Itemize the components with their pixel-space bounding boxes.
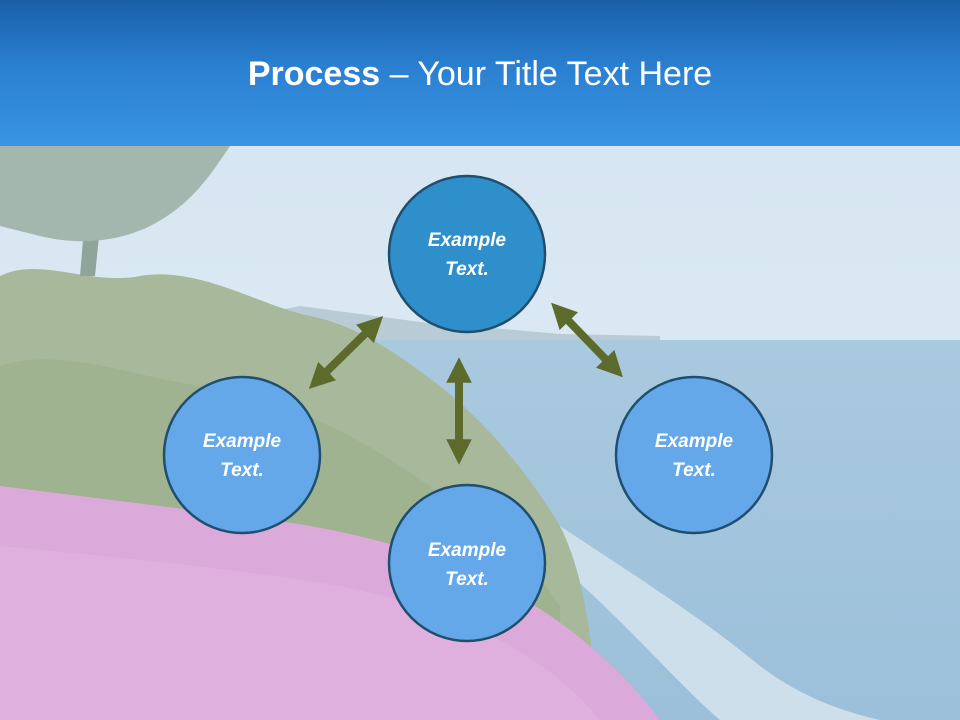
slide-title: Process – Your Title Text Here	[0, 52, 960, 96]
node-bottom-line2: Text.	[445, 569, 489, 590]
title-bold-part: Process	[247, 55, 381, 93]
title-bar: Process – Your Title Text Here	[0, 0, 960, 146]
node-bottom[interactable]: Example Text.	[387, 483, 547, 643]
node-right[interactable]: Example Text.	[614, 375, 774, 535]
title-rest-part: – Your Title Text Here	[380, 55, 713, 93]
node-top-line2: Text.	[445, 259, 489, 280]
node-right-line2: Text.	[672, 460, 716, 481]
double-arrow-top-right	[551, 302, 623, 378]
node-right-line1: Example	[655, 431, 734, 452]
node-top[interactable]: Example Text.	[387, 174, 547, 334]
double-arrow-top-left	[308, 316, 384, 389]
node-left-line1: Example	[203, 431, 282, 452]
node-bottom-line1: Example	[428, 540, 507, 561]
node-top-line1: Example	[428, 230, 507, 251]
node-left-line2: Text.	[220, 460, 264, 481]
node-left[interactable]: Example Text.	[162, 375, 322, 535]
